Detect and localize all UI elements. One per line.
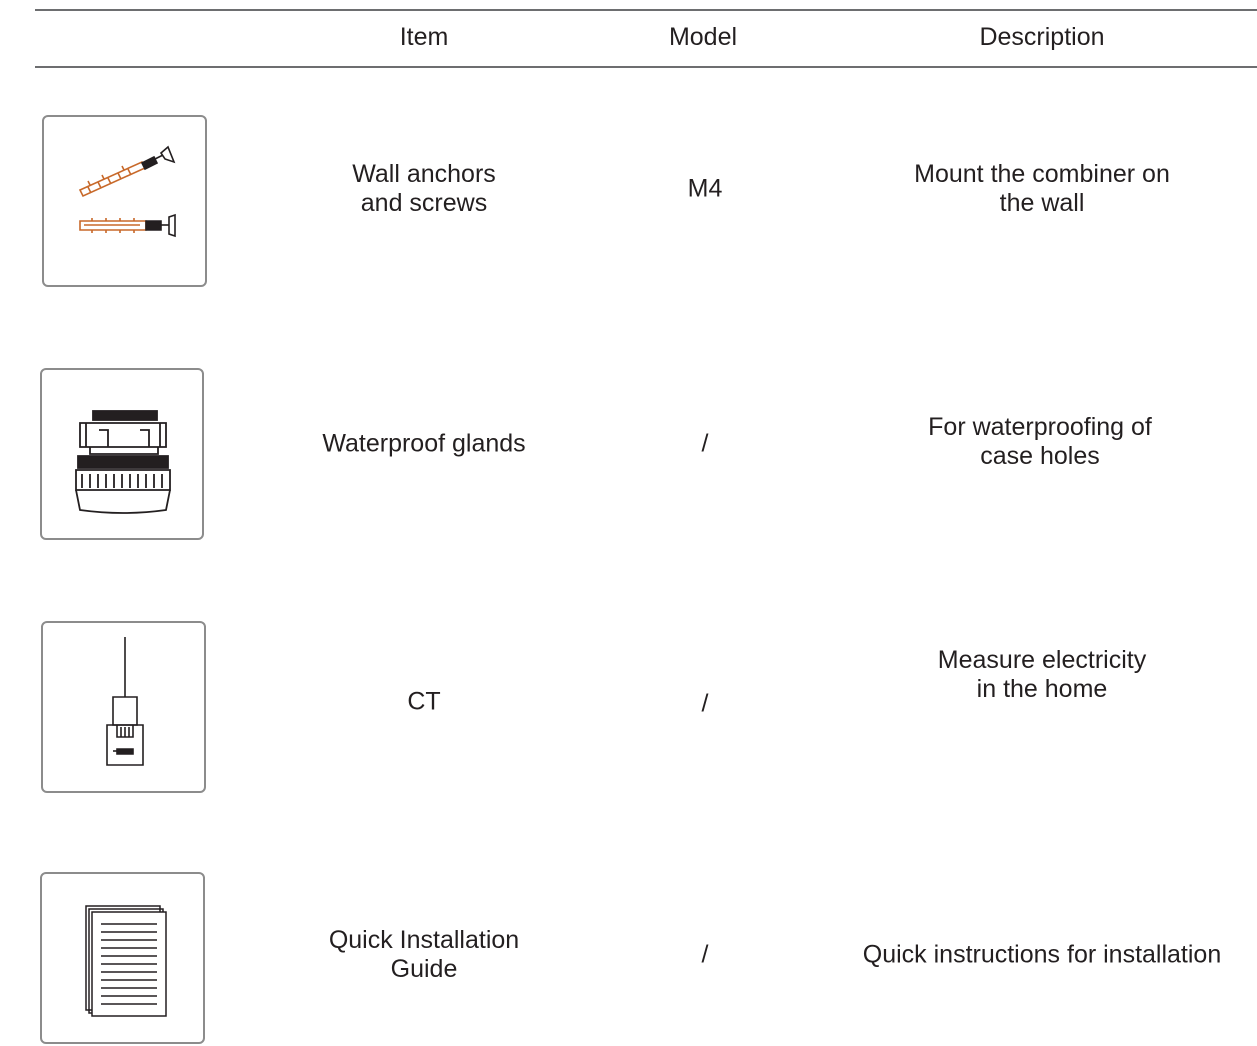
header-bottom-rule xyxy=(35,66,1257,68)
description-cell: Mount the combiner on the wall xyxy=(914,160,1170,217)
wall-anchor-screw-icon xyxy=(42,115,207,287)
model-cell: / xyxy=(701,429,709,458)
header-item: Item xyxy=(399,23,449,51)
table-top-rule xyxy=(35,9,1257,11)
item-cell: Wall anchors and screws xyxy=(352,160,496,217)
item-cell: Waterproof glands xyxy=(322,429,526,458)
waterproof-gland-icon xyxy=(40,368,204,540)
ct-clamp-icon xyxy=(41,621,206,793)
model-cell: / xyxy=(701,689,709,718)
item-cell: CT xyxy=(407,687,441,716)
header-description: Description xyxy=(979,23,1105,51)
description-cell: Measure electricity in the home xyxy=(937,646,1147,703)
model-cell: / xyxy=(701,940,709,969)
document-icon xyxy=(40,872,205,1044)
model-cell: M4 xyxy=(687,174,723,203)
description-cell: Quick instructions for installation xyxy=(862,940,1222,969)
description-cell: For waterproofing of case holes xyxy=(928,413,1152,470)
item-cell: Quick Installation Guide xyxy=(328,926,520,983)
header-model: Model xyxy=(668,23,738,51)
